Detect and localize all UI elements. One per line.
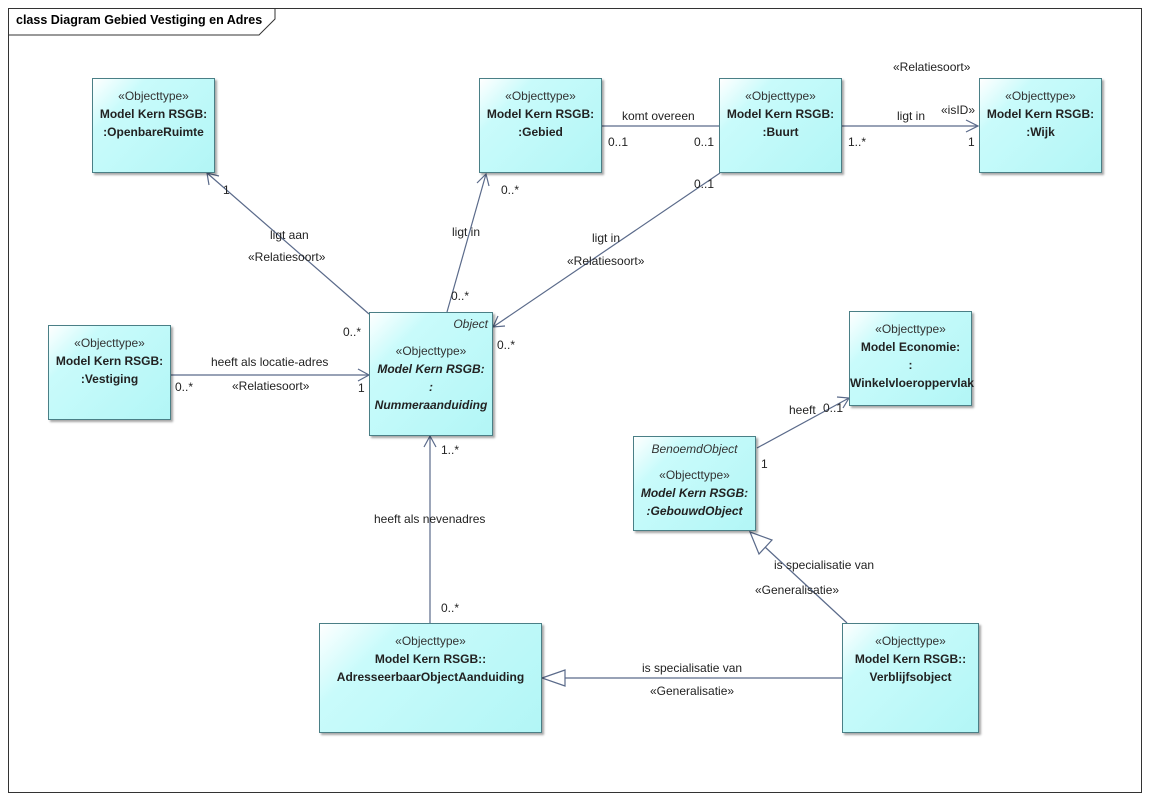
multiplicity-buurt-wijk: 1..* <box>848 135 867 149</box>
edge-buurt-num <box>492 172 721 328</box>
keyword-label: Object <box>453 317 488 331</box>
stereotype-generalisatie-adres: «Generalisatie» <box>650 684 735 698</box>
class-name-line1: Model Kern RSGB: <box>377 362 485 376</box>
class-name-line1: Model Kern RSGB: <box>986 107 1095 121</box>
multiplicity-num-buurt: 0..* <box>497 338 516 352</box>
edge-label-ligt-in-wijk: ligt in <box>897 109 926 123</box>
class-name-line2: :Gebied <box>518 125 563 139</box>
class-name-line2: Verblijfsobject <box>869 670 952 684</box>
class-name-line1: Model Kern RSGB:: <box>374 652 487 666</box>
class-winkelvloeroppervlak[interactable]: «Objecttype» Model Economie: : Winkelvlo… <box>849 311 974 406</box>
class-name-line3: Winkelvloeroppervlak <box>850 376 974 390</box>
stereotype-isid: «isID» <box>941 103 976 117</box>
stereotype-label: «Objecttype» <box>395 344 467 358</box>
edge-label-specialisatie-adres: is specialisatie van <box>642 661 743 675</box>
class-name-line2: :Wijk <box>1026 125 1055 139</box>
class-openbareruimte[interactable]: «Objecttype» Model Kern RSGB: :OpenbareR… <box>92 78 215 173</box>
multiplicity-openbareruimte: 1 <box>223 183 230 197</box>
class-name-line1: Model Kern RSGB: <box>55 354 164 368</box>
edge-label-komt-overeen: komt overeen <box>622 109 695 123</box>
arrowhead-num-buurt <box>492 315 506 328</box>
keyword-label: BenoemdObject <box>651 442 738 456</box>
stereotype-label: «Objecttype» <box>745 89 816 103</box>
class-nummeraanduiding[interactable]: Object «Objecttype» Model Kern RSGB: : N… <box>369 312 493 436</box>
multiplicity-num-vestiging: 1 <box>358 381 365 395</box>
multiplicity-vestiging: 0..* <box>175 380 194 394</box>
multiplicity-winkel: 0..1 <box>823 401 844 415</box>
class-verblijfsobject[interactable]: «Objecttype» Model Kern RSGB:: Verblijfs… <box>842 623 979 733</box>
stereotype-label: «Objecttype» <box>505 89 576 103</box>
class-name-line1: Model Kern RSGB: <box>99 107 208 121</box>
multiplicity-num-neven: 1..* <box>441 443 460 457</box>
multiplicity-buurt-gebied: 0..1 <box>694 135 715 149</box>
multiplicity-num-gebied: 0..* <box>451 289 470 303</box>
edge-num-openbareruimte <box>206 172 370 315</box>
stereotype-label: «Objecttype» <box>395 634 466 648</box>
stereotype-relatiesoort-ligt-aan: «Relatiesoort» <box>248 250 326 264</box>
arrowhead-gebied <box>476 172 490 187</box>
stereotype-generalisatie-gebouwd: «Generalisatie» <box>755 583 840 597</box>
class-name-line2: :Vestiging <box>80 372 139 386</box>
generalization-arrow-adres <box>540 669 566 687</box>
stereotype-relatiesoort-buurt: «Relatiesoort» <box>567 254 645 268</box>
arrowhead-openbareruimte <box>206 172 220 186</box>
arrowhead-wijk <box>965 119 980 133</box>
class-name-line2: : <box>429 380 433 394</box>
stereotype-label: «Objecttype» <box>875 634 946 648</box>
generalization-arrow-gebouwd <box>748 530 774 556</box>
class-adresseerbaarobjectaanduiding[interactable]: «Objecttype» Model Kern RSGB:: Adresseer… <box>319 623 542 733</box>
edge-label-ligt-in-gebied: ligt in <box>452 225 481 239</box>
multiplicity-num-openbareruimte: 0..* <box>343 325 362 339</box>
class-wijk[interactable]: «Objecttype» Model Kern RSGB: :Wijk <box>979 78 1102 173</box>
multiplicity-gebied-buurt: 0..1 <box>608 135 629 149</box>
stereotype-label: «Objecttype» <box>659 468 730 482</box>
multiplicity-buurt-num: 0..1 <box>694 177 715 191</box>
edge-verblijf-gebouwd <box>764 546 848 624</box>
class-name-line3: Nummeraanduiding <box>374 398 488 412</box>
class-gebouwdobject[interactable]: BenoemdObject «Objecttype» Model Kern RS… <box>633 436 756 531</box>
multiplicity-wijk: 1 <box>968 135 975 149</box>
edge-label-heeft-locatie-adres: heeft als locatie-adres <box>211 355 329 369</box>
stereotype-label: «Objecttype» <box>875 322 946 336</box>
class-name-line2: :GebouwdObject <box>646 504 743 518</box>
stereotype-label: «Objecttype» <box>74 336 145 350</box>
stereotype-relatiesoort-vestiging: «Relatiesoort» <box>232 379 310 393</box>
class-gebied[interactable]: «Objecttype» Model Kern RSGB: :Gebied <box>479 78 602 173</box>
class-buurt[interactable]: «Objecttype» Model Kern RSGB: :Buurt <box>719 78 842 173</box>
class-name-line1: Model Kern RSGB:: <box>854 652 967 666</box>
frame-title-tab-shape <box>9 9 276 36</box>
arrowhead-num-neven <box>423 434 437 448</box>
multiplicity-adres-neven: 0..* <box>441 601 460 615</box>
multiplicity-gebouwd: 1 <box>761 457 768 471</box>
class-name-line2: AdresseerbaarObjectAanduiding <box>336 670 525 684</box>
class-name-line1: Model Economie: <box>860 340 961 354</box>
class-name-line2: :OpenbareRuimte <box>103 125 204 139</box>
multiplicity-gebied-num: 0..* <box>501 183 520 197</box>
class-vestiging[interactable]: «Objecttype» Model Kern RSGB: :Vestiging <box>48 325 171 420</box>
diagram-title: class Diagram Gebied Vestiging en Adres <box>16 13 263 27</box>
class-name-line2: :Buurt <box>762 125 799 139</box>
class-name-line1: Model Kern RSGB: <box>640 486 749 500</box>
edge-gebouwd-winkel <box>756 397 850 449</box>
diagram-frame: class Diagram Gebied Vestiging en Adres <box>8 8 1142 793</box>
stereotype-label: «Objecttype» <box>118 89 189 103</box>
class-name-line1: Model Kern RSGB: <box>726 107 835 121</box>
class-name-line1: Model Kern RSGB: <box>486 107 595 121</box>
class-name-line2: : <box>908 358 913 372</box>
edge-label-ligt-in-buurt: ligt in <box>592 231 621 245</box>
edge-label-heeft: heeft <box>789 403 816 417</box>
edge-label-ligt-aan: ligt aan <box>270 228 309 242</box>
edge-num-gebied <box>446 173 487 313</box>
stereotype-relatiesoort-wijk: «Relatiesoort» <box>893 60 971 74</box>
edge-label-specialisatie-gebouwd: is specialisatie van <box>774 558 875 572</box>
stereotype-label: «Objecttype» <box>1005 89 1076 103</box>
edge-label-heeft-nevenadres: heeft als nevenadres <box>374 512 486 526</box>
